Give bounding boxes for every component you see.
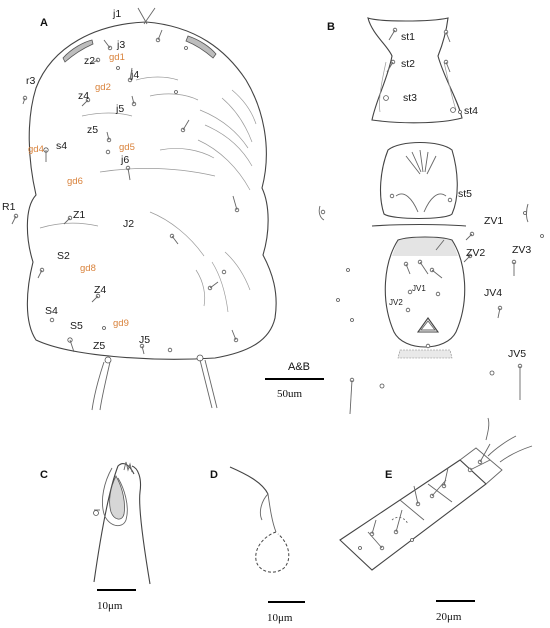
seta-label-J2: J2	[123, 218, 134, 230]
ventral-setae-drawing	[318, 203, 544, 415]
leg-segment-drawing	[339, 417, 533, 571]
seta-label-r3: r3	[26, 75, 35, 87]
scale-value-e: 20μm	[436, 611, 462, 623]
seta-label-ZV2: ZV2	[466, 247, 485, 259]
scale-value-c: 10μm	[97, 600, 123, 612]
panel-label-e: E	[385, 469, 392, 481]
seta-label-z2: z2	[84, 55, 95, 67]
seta-label-S2: S2	[57, 250, 70, 262]
seta-label-j3: j3	[116, 39, 125, 51]
seta-label-R1: R1	[2, 201, 16, 213]
seta-label-JV1: JV1	[412, 284, 426, 293]
gland-label-gd9: gd9	[113, 318, 129, 329]
seta-label-st5: st5	[458, 188, 472, 200]
seta-label-j4: j4	[130, 69, 139, 81]
seta-label-Z4: Z4	[94, 284, 106, 296]
dorsal-shield-outline	[26, 21, 277, 360]
seta-label-S4: S4	[45, 305, 58, 317]
sternal-shield-drawing	[367, 17, 463, 124]
seta-label-j1: j1	[112, 8, 121, 20]
gland-label-gd8: gd8	[80, 263, 96, 274]
panel-label-b: B	[327, 21, 335, 33]
scale-value-ab: 50um	[277, 388, 303, 400]
chelicera-drawing	[93, 461, 151, 585]
seta-label-Z5: Z5	[93, 340, 105, 352]
gland-label-gd1: gd1	[109, 52, 125, 63]
gland-label-gd6: gd6	[67, 176, 83, 187]
panel-label-d: D	[210, 469, 218, 481]
seta-label-st1: st1	[401, 31, 415, 43]
panel-label-c: C	[40, 469, 48, 481]
ventrianal-shield-drawing	[384, 236, 466, 359]
seta-label-JV4: JV4	[484, 287, 502, 299]
seta-label-j5: j5	[115, 103, 124, 115]
gland-label-gd2: gd2	[95, 82, 111, 93]
seta-label-S5: S5	[70, 320, 83, 332]
seta-label-j6: j6	[120, 154, 129, 166]
seta-label-st3: st3	[403, 92, 417, 104]
panel-label-a: A	[40, 17, 48, 29]
seta-label-z5: z5	[87, 124, 98, 136]
seta-label-st4: st4	[464, 105, 478, 117]
spermatheca-drawing	[229, 466, 290, 573]
seta-label-JV2: JV2	[389, 298, 403, 307]
seta-label-JV5: JV5	[508, 348, 526, 360]
dorsal-shield-drawing	[11, 7, 277, 411]
seta-label-s4: s4	[56, 140, 67, 152]
seta-label-ZV1: ZV1	[484, 215, 503, 227]
epigynal-region-drawing	[371, 142, 467, 227]
gland-label-gd5: gd5	[119, 142, 135, 153]
scale-value-d: 10μm	[267, 612, 293, 624]
seta-label-Z1: Z1	[73, 209, 85, 221]
seta-label-z4: z4	[78, 90, 89, 102]
gland-label-gd4: gd4	[28, 144, 44, 155]
scale-label-ab: A&B	[288, 361, 310, 373]
seta-label-ZV3: ZV3	[512, 244, 531, 256]
seta-label-J5: J5	[139, 334, 150, 346]
seta-label-st2: st2	[401, 58, 415, 70]
